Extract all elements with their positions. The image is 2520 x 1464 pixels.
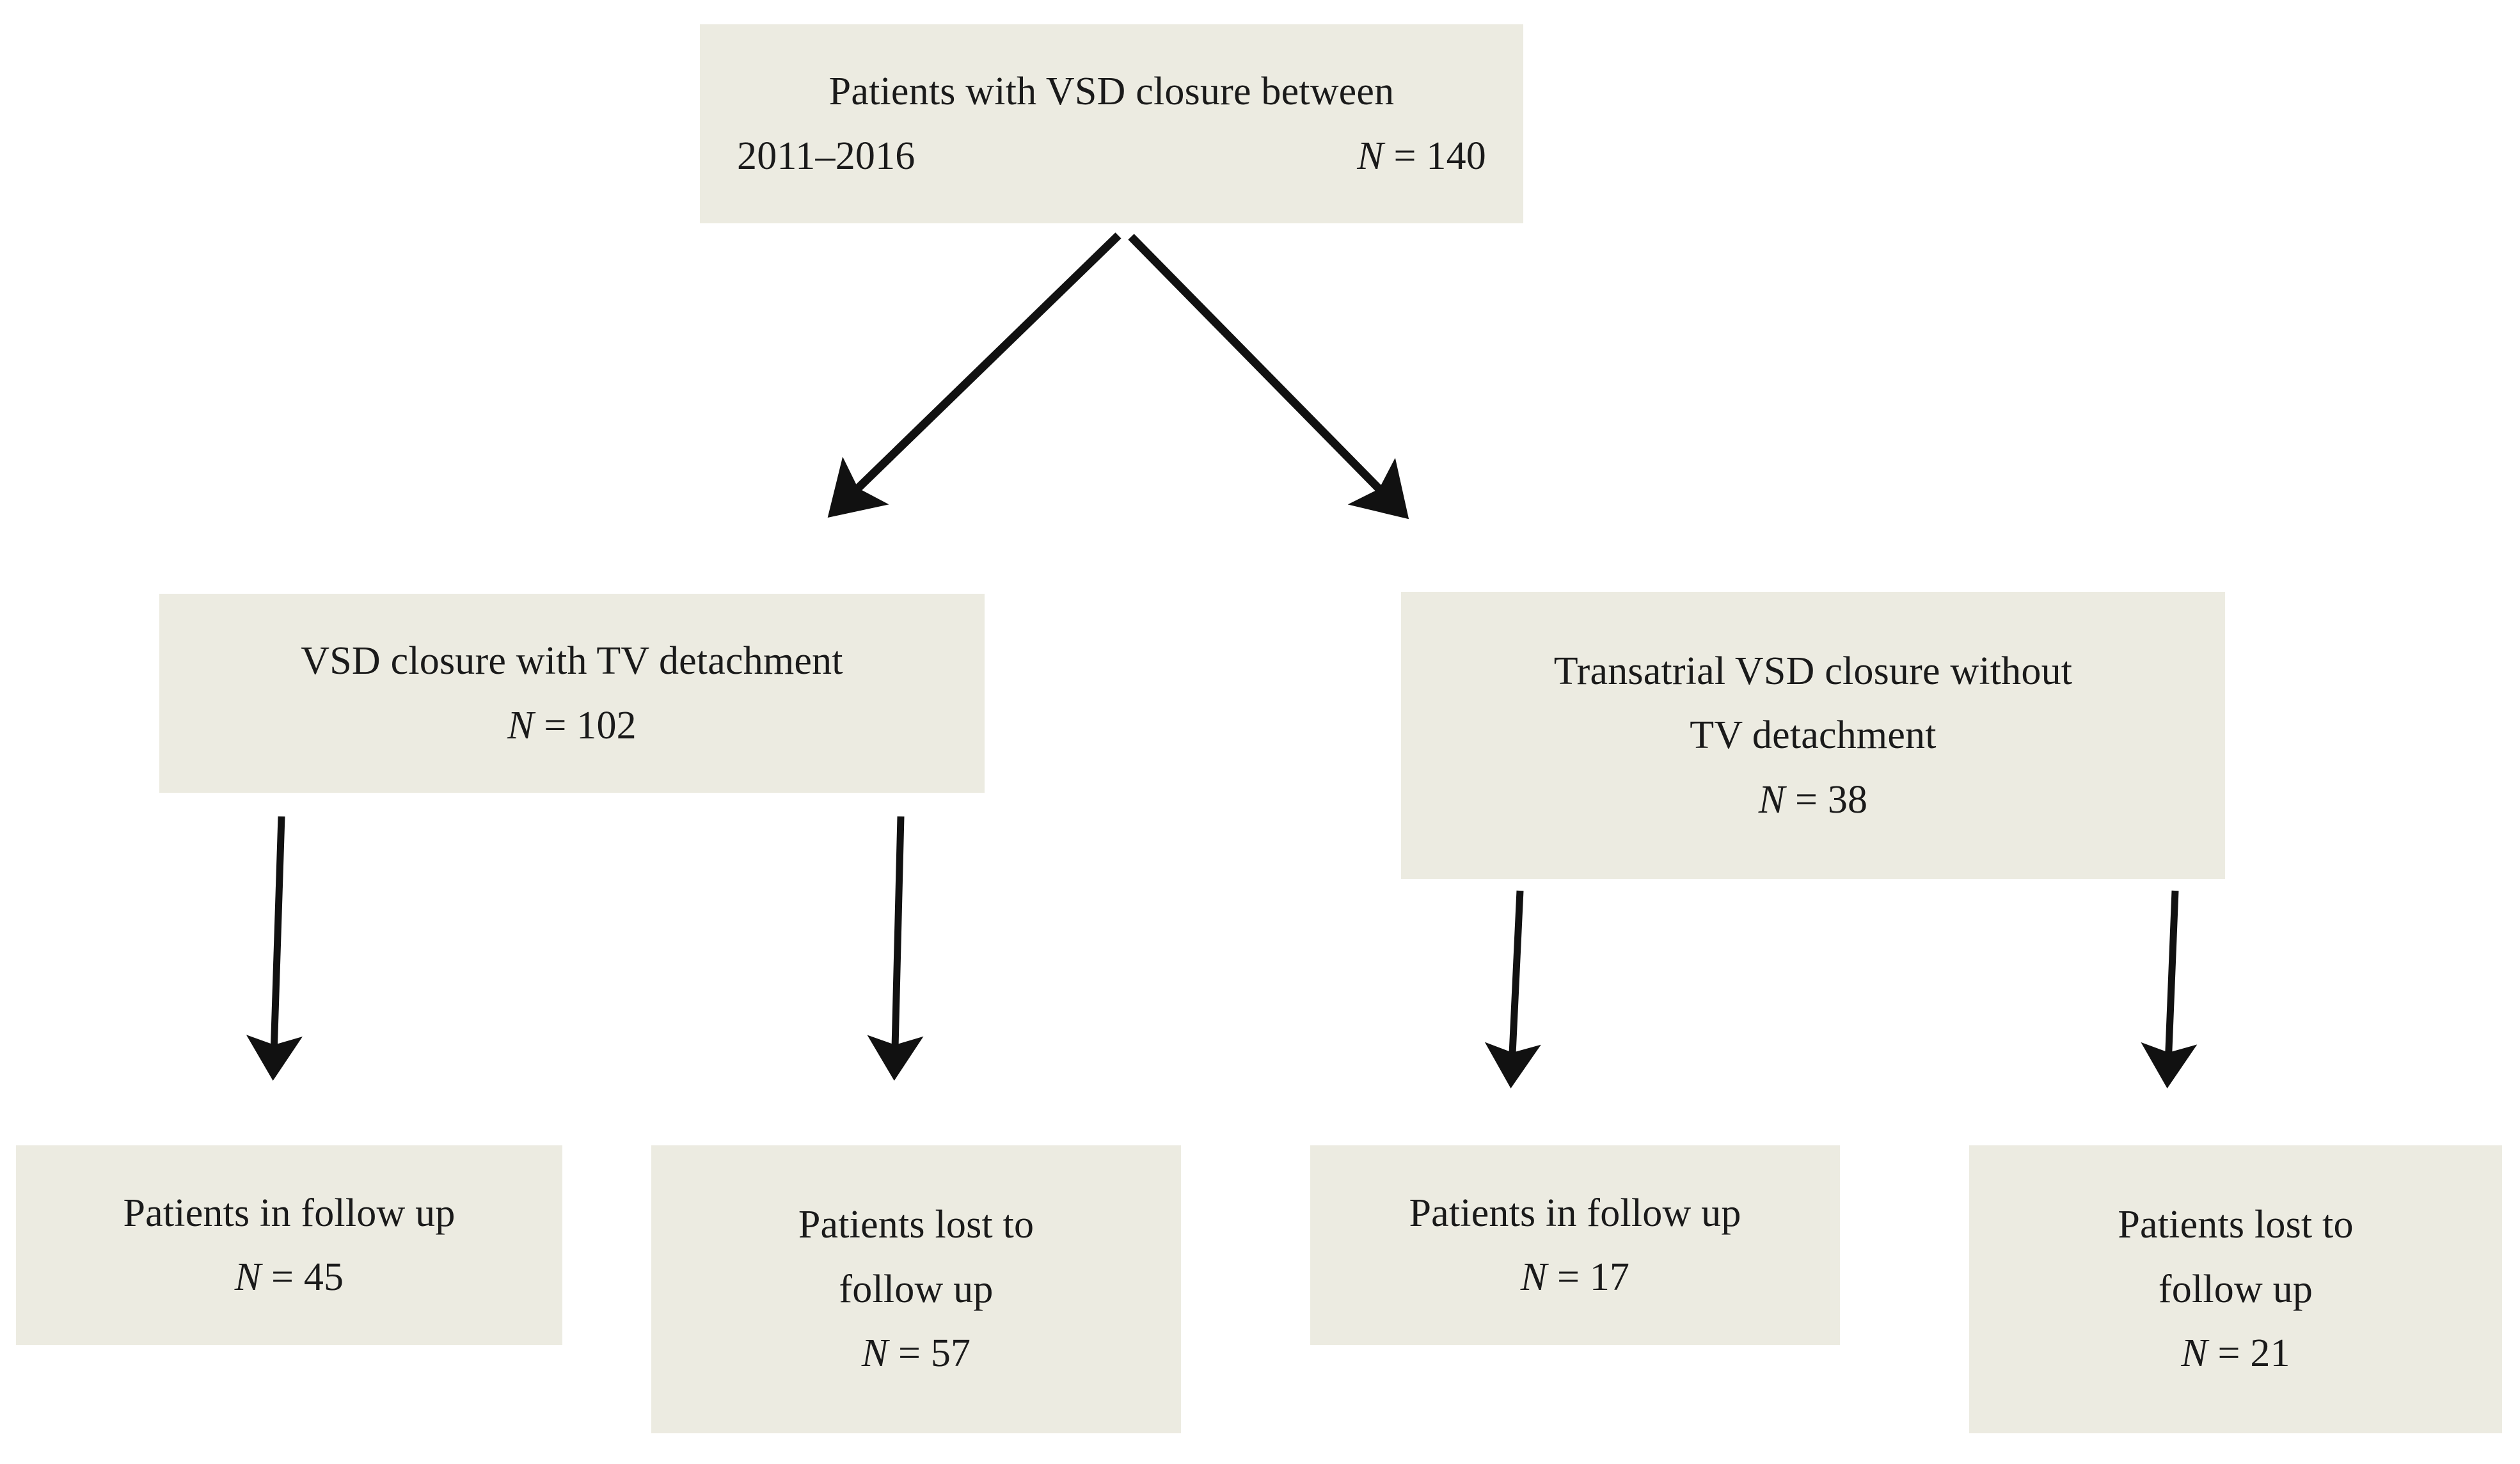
node-right-lost-count: N = 21	[2181, 1321, 2290, 1385]
node-left-lost-count: N = 57	[862, 1321, 971, 1385]
n-equals-value: = 140	[1393, 134, 1486, 178]
node-vsd-closure-with-tv-detachment[interactable]: VSD closure with TV detachment N = 102	[159, 594, 985, 793]
edge-left-to-followup	[246, 816, 303, 1081]
n-equals-value: = 102	[544, 703, 637, 747]
edge-right-to-lost	[2141, 890, 2198, 1088]
n-equals-value: = 21	[2217, 1332, 2290, 1376]
n-symbol: N	[1520, 1255, 1548, 1299]
n-symbol: N	[1357, 134, 1384, 178]
edge-root-to-right	[1128, 234, 1409, 520]
node-right-line1: Transatrial VSD closure without	[1553, 649, 2073, 693]
n-symbol: N	[1758, 777, 1786, 822]
node-left-patients-lost-to-follow-up[interactable]: Patients lost to follow up N = 57	[651, 1145, 1181, 1433]
node-left-fu-line1: Patients in follow up	[123, 1191, 456, 1235]
n-equals-value: = 38	[1795, 777, 1868, 822]
node-right-fu-line1: Patients in follow up	[1409, 1191, 1741, 1235]
node-right-fu-count: N = 17	[1521, 1245, 1630, 1309]
node-transatrial-vsd-closure-without-tv-detachment[interactable]: Transatrial VSD closure without TV detac…	[1401, 592, 2225, 879]
n-symbol: N	[507, 703, 534, 747]
node-root-period: 2011–2016	[737, 134, 915, 178]
node-right-lost-line1: Patients lost to	[2118, 1203, 2354, 1247]
n-equals-value: = 45	[271, 1255, 344, 1299]
n-equals-value: = 57	[898, 1332, 971, 1376]
n-symbol: N	[234, 1255, 262, 1299]
edge-root-to-left	[827, 232, 1121, 518]
n-equals-value: = 17	[1557, 1255, 1630, 1299]
edge-left-to-lost	[867, 816, 924, 1081]
n-symbol: N	[861, 1332, 889, 1376]
node-right-count: N = 38	[1759, 768, 1868, 832]
node-root-count: N = 140	[1357, 124, 1486, 188]
node-left-lost-line1: Patients lost to	[798, 1203, 1034, 1247]
node-left-count: N = 102	[507, 694, 637, 758]
node-right-line2: TV detachment	[1690, 713, 1937, 758]
node-left-line1: VSD closure with TV detachment	[301, 639, 843, 683]
node-root-line1: Patients with VSD closure between	[828, 70, 1395, 114]
n-symbol: N	[2181, 1332, 2208, 1376]
edge-right-to-followup	[1484, 890, 1541, 1088]
node-left-fu-count: N = 45	[235, 1245, 344, 1309]
node-right-patients-lost-to-follow-up[interactable]: Patients lost to follow up N = 21	[1969, 1145, 2502, 1433]
node-left-patients-in-follow-up[interactable]: Patients in follow up N = 45	[16, 1145, 562, 1345]
node-left-lost-line2: follow up	[839, 1267, 994, 1311]
node-right-patients-in-follow-up[interactable]: Patients in follow up N = 17	[1310, 1145, 1840, 1345]
node-right-lost-line2: follow up	[2158, 1267, 2313, 1311]
node-root-line2: 2011–2016 N = 140	[700, 124, 1523, 188]
node-root[interactable]: Patients with VSD closure between 2011–2…	[700, 24, 1523, 223]
